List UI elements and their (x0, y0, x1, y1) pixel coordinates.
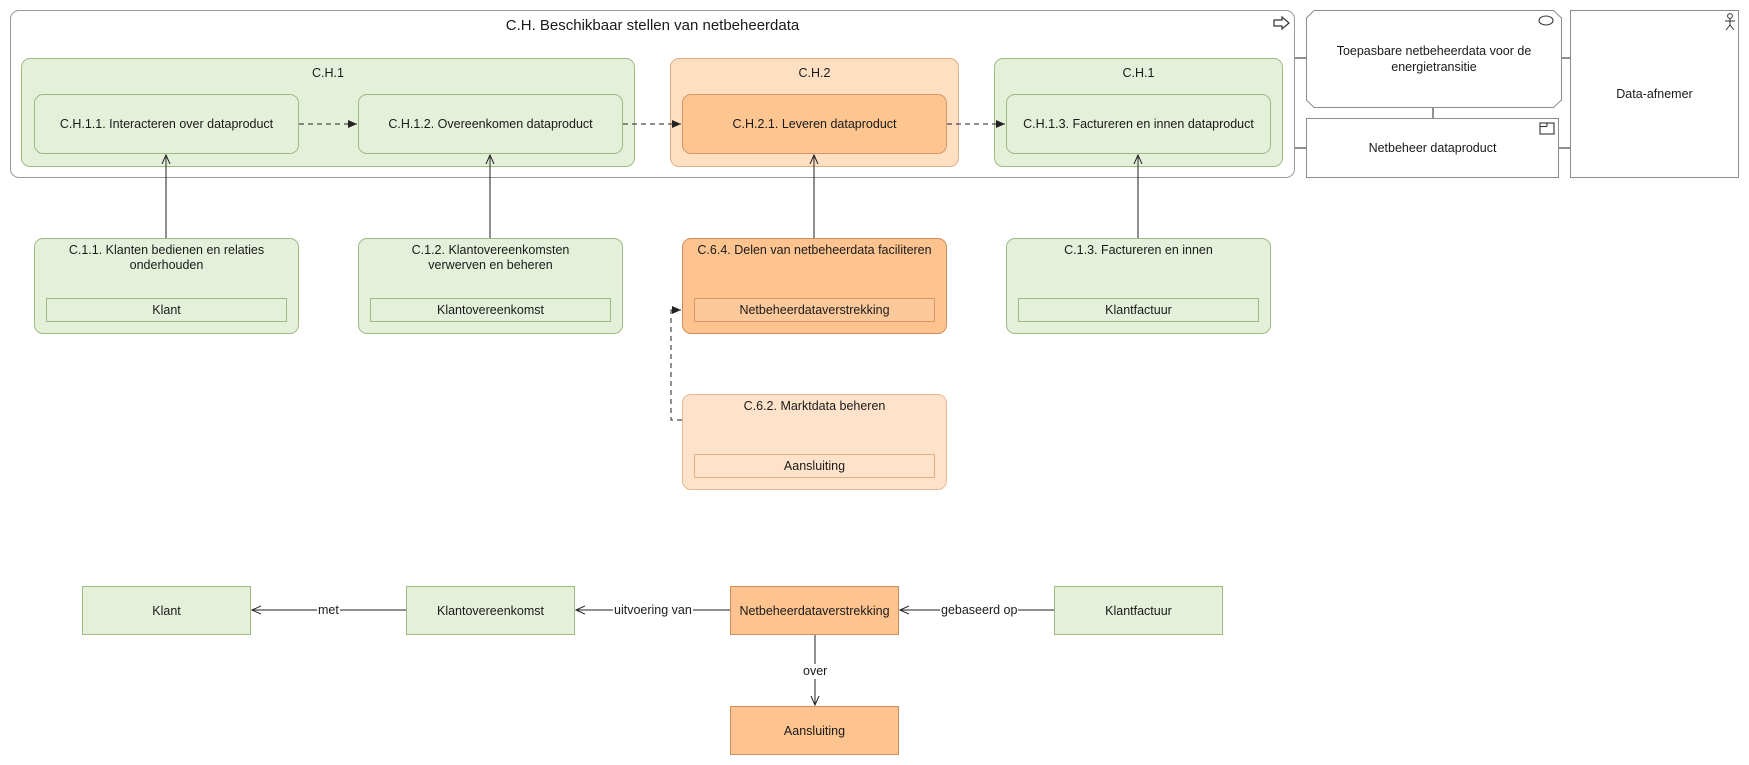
relation-label-gebaseerd-op: gebaseerd op (940, 603, 1019, 618)
relation-label-met: met (317, 603, 340, 618)
flow-marktdata-delen (670, 306, 682, 421)
actor-box[interactable]: Data-afnemer (1570, 10, 1739, 178)
stage-interacteren[interactable]: C.H.1.1. Interacteren over dataproduct (34, 94, 299, 154)
product-icon (1539, 122, 1555, 135)
ellipse-icon (1538, 15, 1554, 26)
object-label: Klant (152, 603, 181, 618)
capability-object-klantovereenkomst[interactable]: Klantovereenkomst (370, 298, 611, 322)
object-label: Netbeheerdataverstrekking (739, 603, 890, 618)
group-title: C.H.1 (312, 66, 344, 80)
capability-object-klantfactuur[interactable]: Klantfactuur (1018, 298, 1259, 322)
object-label: Netbeheerdataverstrekking (739, 303, 890, 317)
group-title: C.H.1 (1122, 66, 1155, 80)
object-label: Klant (152, 303, 181, 317)
stage-label: C.H.1.1. Interacteren over dataproduct (59, 117, 274, 131)
capability-title: C.6.4. Delen van netbeheerdata faciliter… (697, 243, 932, 257)
stage-factureren[interactable]: C.H.1.3. Factureren en innen dataproduct (1006, 94, 1271, 154)
object-label: Klantfactuur (1105, 303, 1172, 317)
value-stream-title: C.H. Beschikbaar stellen van netbeheerda… (505, 17, 800, 34)
business-object-klantovereenkomst[interactable]: Klantovereenkomst (406, 586, 575, 635)
arrow-right-outline-icon (1273, 16, 1290, 30)
stage-label: C.H.2.1. Leveren dataproduct (732, 117, 897, 131)
product-box[interactable]: Netbeheer dataproduct (1306, 118, 1559, 178)
business-object-klant[interactable]: Klant (82, 586, 251, 635)
capability-title: C.1.2. Klantovereenkomsten verwerven en … (411, 243, 570, 272)
stage-leveren[interactable]: C.H.2.1. Leveren dataproduct (682, 94, 947, 154)
capability-title: C.1.3. Factureren en innen (1064, 243, 1213, 257)
value-shape[interactable] (1306, 10, 1562, 108)
object-label: Klantfactuur (1105, 603, 1172, 618)
product-label: Netbeheer dataproduct (1368, 141, 1497, 155)
actor-label: Data-afnemer (1616, 87, 1693, 101)
value-label-box: Toepasbare netbeheerdata voor de energie… (1306, 10, 1562, 108)
capability-object-verstrekking[interactable]: Netbeheerdataverstrekking (694, 298, 935, 322)
relation-label-uitvoering-van: uitvoering van (613, 603, 693, 618)
group-title: C.H.2 (798, 66, 831, 80)
stage-label: C.H.1.3. Factureren en innen dataproduct (1023, 117, 1254, 131)
object-label: Klantovereenkomst (436, 603, 544, 618)
capability-title: C.1.1. Klanten bedienen en relaties onde… (68, 243, 265, 272)
capability-title: C.6.2. Marktdata beheren (743, 399, 886, 413)
value-label: Toepasbare netbeheerdata voor de energie… (1336, 44, 1532, 74)
business-object-aansluiting[interactable]: Aansluiting (730, 706, 899, 755)
object-label: Aansluiting (783, 459, 846, 473)
capability-object-aansluiting[interactable]: Aansluiting (694, 454, 935, 478)
object-label: Klantovereenkomst (436, 303, 544, 317)
stage-label: C.H.1.2. Overeenkomen dataproduct (388, 117, 593, 131)
business-object-klantfactuur[interactable]: Klantfactuur (1054, 586, 1223, 635)
relation-label-over: over (802, 664, 829, 679)
business-object-verstrekking[interactable]: Netbeheerdataverstrekking (730, 586, 899, 635)
object-label: Aansluiting (783, 723, 846, 738)
capability-object-klant[interactable]: Klant (46, 298, 287, 322)
stick-figure-icon (1725, 13, 1735, 31)
stage-overeenkomen[interactable]: C.H.1.2. Overeenkomen dataproduct (358, 94, 623, 154)
